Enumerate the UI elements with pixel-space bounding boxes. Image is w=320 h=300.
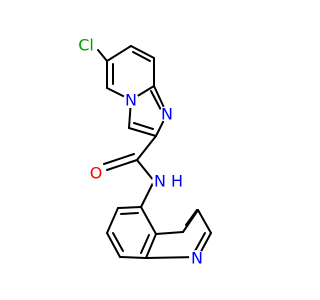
imidazole-nitrogen-atom-label: N [161, 105, 173, 124]
bond-c6-c7 [106, 45, 132, 62]
bond-carbonyl-o [106, 159, 138, 171]
imidazole-nitrogen-label-mask [159, 106, 175, 122]
atom-label-layer: Cl N N O N H N [74, 33, 205, 268]
chlorine-atom-label: Cl [78, 36, 94, 55]
bridgehead-nitrogen-atom-label: N [125, 91, 137, 110]
bond-c3q-c2q [197, 209, 212, 234]
quinoline-nitrogen-atom-label: N [191, 249, 203, 268]
bond-c4aq-c5q [140, 206, 157, 235]
bond-c7-c8-double [132, 51, 151, 62]
amide-nitrogen-label-mask [152, 173, 168, 189]
bond-layer [97, 45, 212, 259]
bond-c8aq-c4aq [145, 233, 157, 259]
bond-c2-carbonyl [136, 135, 157, 161]
amide-nitrogen-atom-label: N [154, 172, 166, 191]
bond-n-c5q [140, 180, 155, 208]
carbonyl-oxygen-atom-label: O [90, 164, 103, 183]
bond-c6-cl [97, 49, 108, 62]
bond-c3-c2 [128, 127, 157, 137]
bond-c8q-c8aq [119, 256, 147, 259]
amide-hydrogen-label-mask [169, 173, 185, 189]
bridgehead-nitrogen-label-mask [123, 92, 139, 108]
amide-hydrogen-atom-label: H [171, 172, 183, 191]
bond-c6q-c7q [106, 207, 119, 234]
bond-c4aq-c4q [155, 231, 184, 235]
quinoline-nitrogen-label-mask [189, 250, 205, 266]
bond-c2q-n1q-double [194, 232, 206, 252]
bond-carbonyl-n [136, 159, 155, 182]
bond-c5q-c6q-double [120, 212, 139, 215]
bond-c7q-c8q [106, 232, 121, 258]
carbonyl-oxygen-label-mask [88, 165, 104, 181]
chlorine-label-mask [74, 33, 98, 57]
bond-carbonyl-o-double [103, 153, 135, 165]
bond-c5q-c6q [117, 206, 142, 209]
bond-c4q-c3q-double [185, 209, 198, 226]
bond-n3-c8a-double [150, 90, 162, 111]
bond-c8aq-c4aq-double [140, 234, 150, 254]
bond-c7q-c8q-double [112, 232, 124, 252]
molecule-structure-diagram: Cl N N O N H N [74, 33, 212, 268]
bond-c7-c8 [130, 45, 155, 59]
bond-c3-c2-double [133, 122, 154, 130]
